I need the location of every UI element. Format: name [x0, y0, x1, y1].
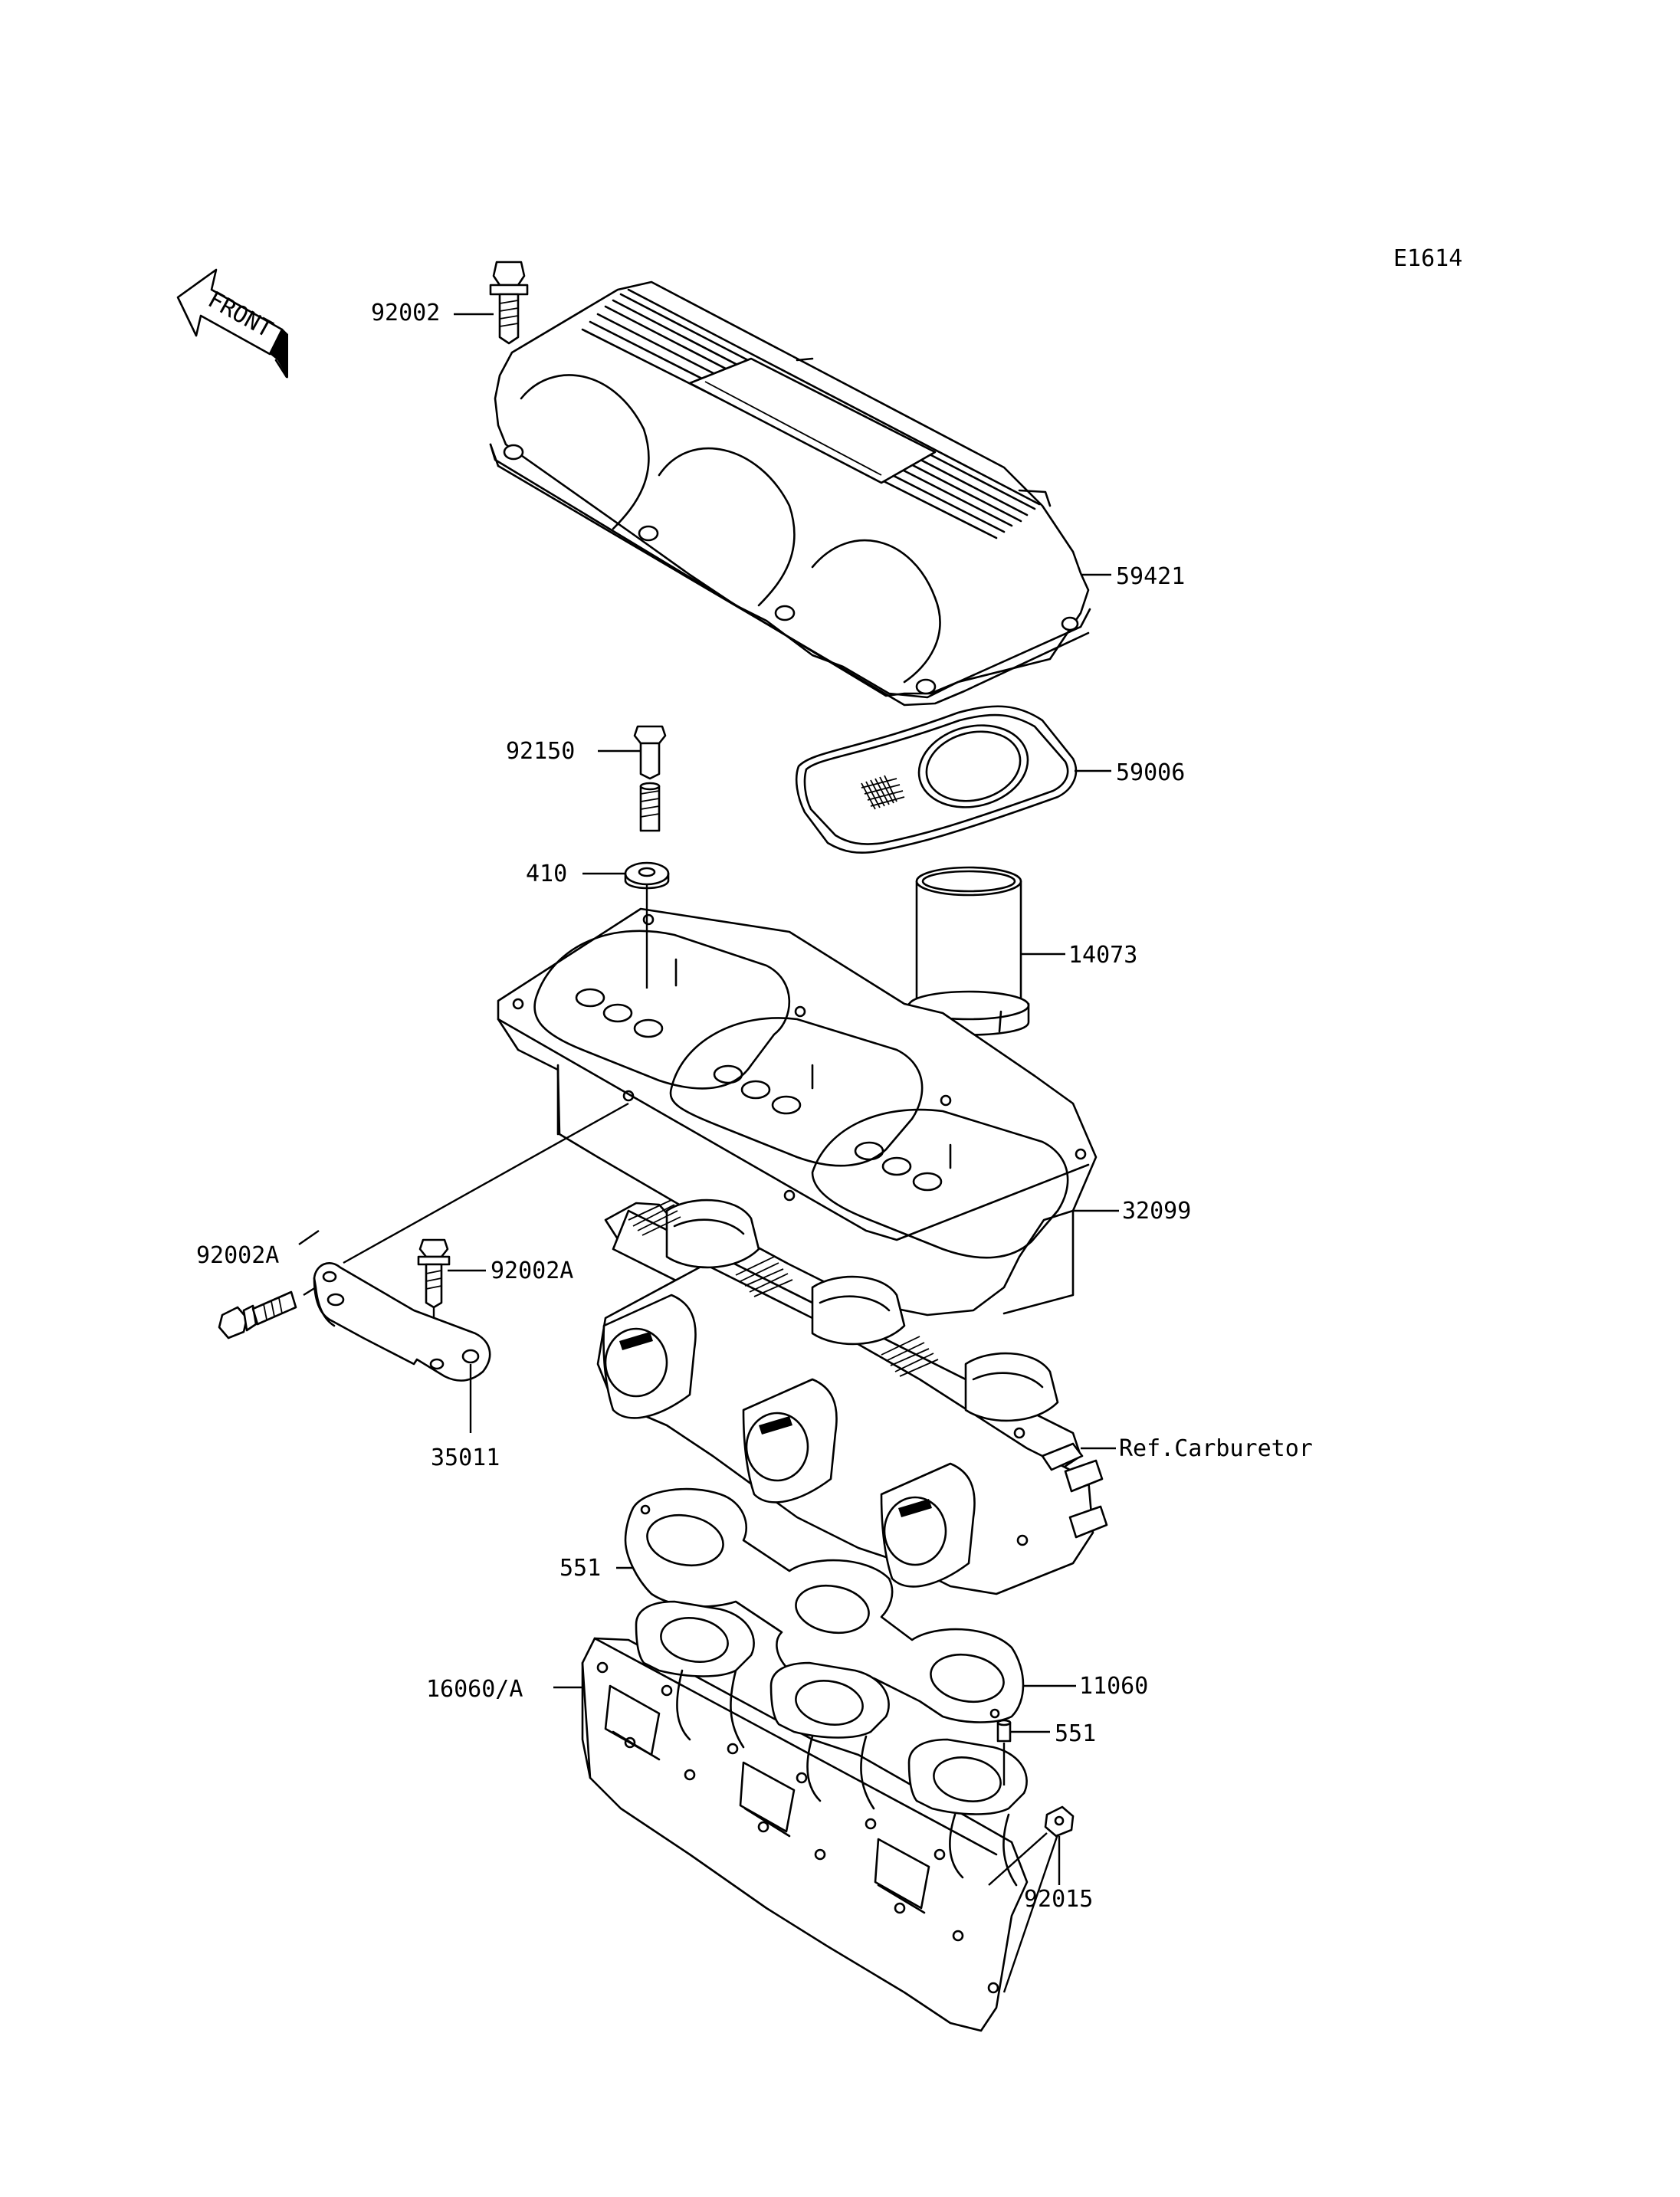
label-410: 410	[526, 861, 567, 887]
label-32099: 32099	[1122, 1198, 1191, 1225]
label-ref-carburetor: Ref.Carburetor	[1119, 1435, 1313, 1462]
label-92002: 92002	[371, 300, 440, 326]
nut-92015-icon	[1044, 1805, 1075, 1838]
label-92015: 92015	[1024, 1886, 1093, 1913]
label-11060: 11060	[1079, 1673, 1148, 1700]
cover-59421-icon	[489, 280, 1091, 707]
bolt-92002A-left-icon	[218, 1290, 297, 1340]
carburetor-assembly-icon	[596, 1199, 1108, 1595]
label-16060A: 16060/A	[426, 1676, 523, 1703]
label-92150: 92150	[506, 738, 575, 765]
label-551-top: 551	[559, 1555, 601, 1582]
diagram-code: E1614	[1393, 245, 1462, 272]
label-92002A-right: 92002A	[491, 1258, 573, 1284]
label-14073: 14073	[1068, 942, 1137, 969]
manifold-16060A-icon	[581, 1600, 1029, 2032]
label-35011: 35011	[431, 1444, 500, 1471]
base-32099-icon	[497, 907, 1098, 1317]
dowel-551-right-icon	[996, 1719, 1012, 1743]
label-551-right: 551	[1055, 1720, 1096, 1747]
label-92002A-left: 92002A	[196, 1242, 279, 1269]
label-59421: 59421	[1116, 563, 1185, 590]
filter-59006-icon	[795, 705, 1078, 854]
bolt-92002-icon	[489, 261, 529, 345]
bolt-92150-icon	[633, 725, 667, 832]
bolt-92002A-right-icon	[417, 1238, 451, 1309]
front-arrow-icon: FRONT	[176, 268, 288, 379]
bracket-35011-icon	[313, 1262, 491, 1382]
label-59006: 59006	[1116, 759, 1185, 786]
